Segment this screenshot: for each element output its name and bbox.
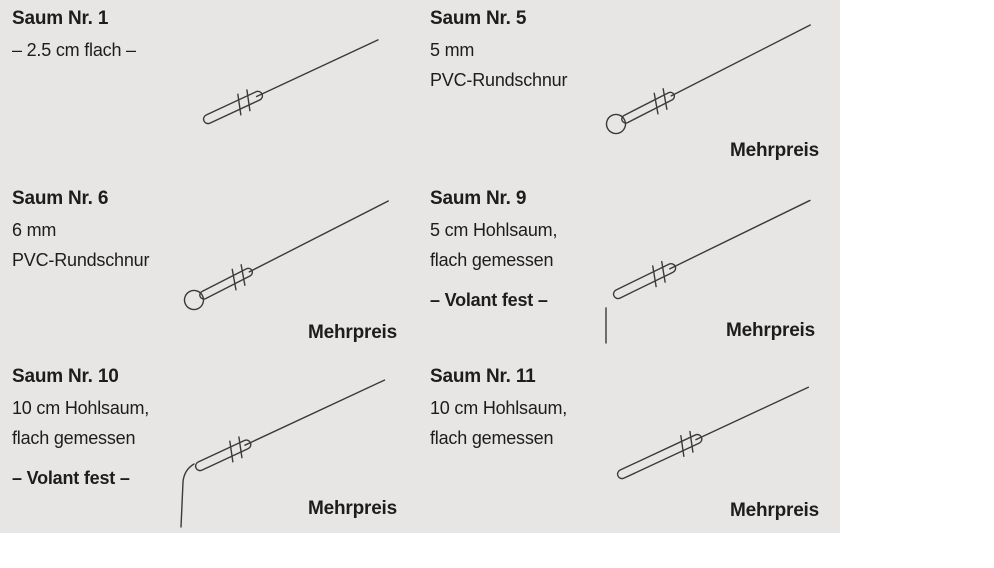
- mehrpreis-label: Mehrpreis: [308, 322, 398, 343]
- mehrpreis-label: Mehrpreis: [730, 140, 820, 161]
- hem-title: Saum Nr. 6: [12, 188, 109, 209]
- panel-saum-9: Saum Nr. 9 5 cm Hohlsaum, flach gemessen…: [420, 182, 840, 360]
- cord-hem-drawing: [605, 24, 811, 135]
- mehrpreis-label: Mehrpreis: [726, 320, 816, 341]
- hem-spec-line: PVC-Rundschnur: [430, 70, 568, 90]
- hem-spec-line: flach gemessen: [430, 428, 554, 448]
- hem-spec-line: 6 mm: [12, 220, 57, 240]
- hem-spec-line: 5 mm: [430, 40, 475, 60]
- cord-hem-drawing: [183, 200, 389, 311]
- panel-saum-11: Saum Nr. 11 10 cm Hohlsaum, flach gemess…: [420, 360, 840, 568]
- hem-spec-line: flach gemessen: [12, 428, 136, 448]
- mehrpreis-label: Mehrpreis: [308, 498, 398, 519]
- hem-spec-line: PVC-Rundschnur: [12, 250, 150, 270]
- hollow-hem-corner-volant-drawing: [180, 379, 386, 528]
- hem-title: Saum Nr. 11: [430, 366, 536, 387]
- volant-note: – Volant fest –: [12, 468, 130, 488]
- hollow-hem-volant-drawing: [605, 199, 811, 344]
- hem-spec-line: 10 cm Hohlsaum,: [430, 398, 568, 418]
- hem-title: Saum Nr. 1: [12, 8, 109, 29]
- flat-hem-drawing: [202, 39, 379, 125]
- catalog-background: [0, 0, 840, 533]
- hem-spec-line: 10 cm Hohlsaum,: [12, 398, 150, 418]
- volant-note: – Volant fest –: [430, 290, 548, 310]
- hem-title: Saum Nr. 10: [12, 366, 119, 387]
- hem-spec-line: 5 cm Hohlsaum,: [430, 220, 558, 240]
- hem-spec-line: – 2.5 cm flach –: [12, 40, 136, 60]
- hem-title: Saum Nr. 9: [430, 188, 527, 209]
- hem-title: Saum Nr. 5: [430, 8, 527, 29]
- hem-spec-line: flach gemessen: [430, 250, 554, 270]
- panel-saum-1: Saum Nr. 1 – 2.5 cm flach –: [0, 0, 420, 182]
- mehrpreis-label: Mehrpreis: [730, 500, 820, 521]
- panel-saum-10: Saum Nr. 10 10 cm Hohlsaum, flach gemess…: [0, 360, 420, 568]
- panel-saum-6: Saum Nr. 6 6 mm PVC-Rundschnur Mehrpreis: [0, 182, 420, 360]
- hollow-hem-drawing: [616, 386, 810, 480]
- panel-saum-5: Saum Nr. 5 5 mm PVC-Rundschnur Mehrpreis: [420, 0, 840, 182]
